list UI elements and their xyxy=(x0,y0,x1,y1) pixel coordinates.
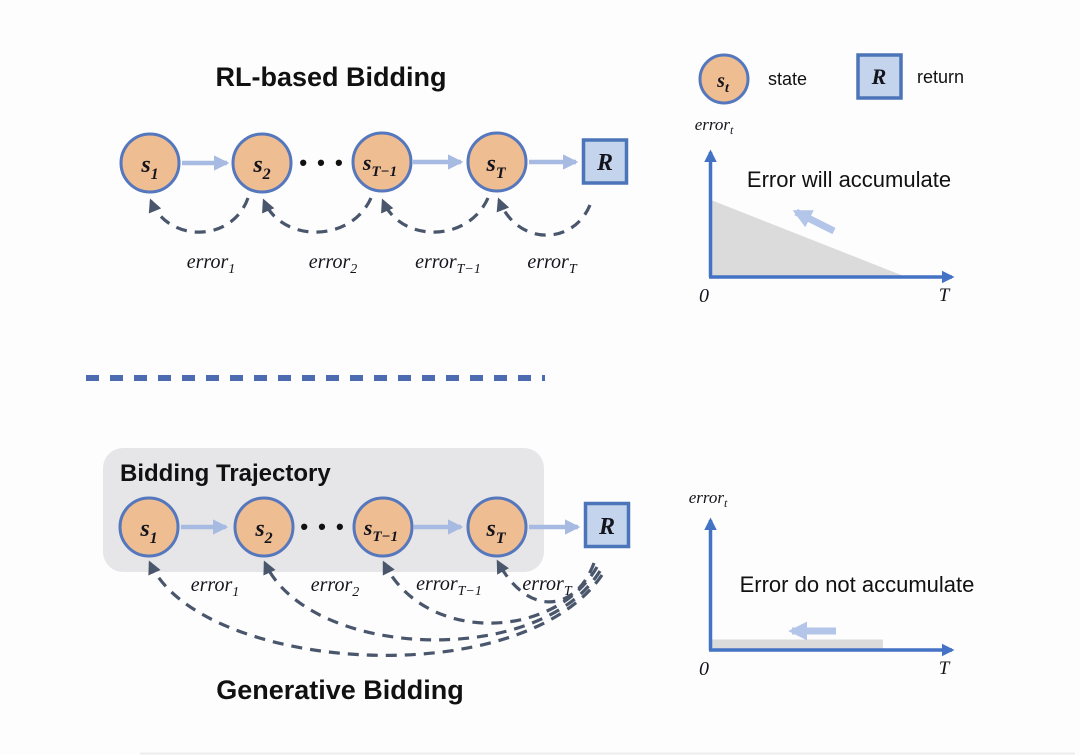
state-node-label: sT xyxy=(485,516,506,547)
error-label-2: error2 xyxy=(309,251,357,277)
chain-ellipsis: • • • xyxy=(299,150,344,175)
state-node-label: sT−1 xyxy=(363,515,398,545)
error-label-1: error1 xyxy=(191,574,239,600)
legend-return-symbol: R xyxy=(871,64,887,89)
bottom-chart-origin-label: 0 xyxy=(699,658,709,680)
return-node-label: R xyxy=(596,150,613,176)
legend-return-text: return xyxy=(917,67,964,87)
top-chart-xmax-label: T xyxy=(939,285,951,306)
generative-bidding-title: Generative Bidding xyxy=(216,675,464,705)
state-node-label: s2 xyxy=(252,152,270,183)
error-curve-to-s1 xyxy=(148,560,604,657)
legend-state-text: state xyxy=(768,69,807,89)
error-arc-to-sT-1 xyxy=(381,197,490,234)
error-label-T: errorT xyxy=(522,573,572,599)
state-node-label: s1 xyxy=(139,516,157,547)
legend-state-icon xyxy=(698,53,750,105)
top-chart-ylabel: errort xyxy=(695,115,734,137)
rl-bidding-title: RL-based Bidding xyxy=(216,62,447,92)
error-curve-to-sT xyxy=(496,559,596,604)
state-node-label: sT xyxy=(485,151,506,182)
bidding-trajectory-label: Bidding Trajectory xyxy=(120,460,331,487)
state-node-sT-1 xyxy=(351,131,413,193)
state-node-label: s1 xyxy=(140,152,158,183)
error-arc-to-s1 xyxy=(148,197,250,234)
legend-return-icon xyxy=(856,53,903,100)
chain-ellipsis: • • • xyxy=(300,514,345,539)
state-node-label: sT−1 xyxy=(362,150,397,180)
return-node xyxy=(583,501,631,549)
state-node-s1 xyxy=(119,132,181,194)
bottom-chart-error-area xyxy=(711,639,883,651)
state-node-s1 xyxy=(118,496,180,558)
error-label-1: error1 xyxy=(187,251,235,277)
state-node-label: s2 xyxy=(254,516,272,547)
legend-state-symbol: st xyxy=(716,70,730,96)
bottom-chart-annotation: Error do not accumulate xyxy=(740,572,975,597)
error-label-2: error2 xyxy=(311,574,359,600)
bottom-chart-xmax-label: T xyxy=(939,658,951,679)
top-chart-annotation: Error will accumulate xyxy=(747,167,951,192)
return-node-label: R xyxy=(598,514,615,540)
state-node-s2 xyxy=(233,496,295,558)
state-node-sT xyxy=(466,496,528,558)
top-chart-error-area xyxy=(711,200,905,277)
error-label-T: errorT xyxy=(527,251,577,277)
error-arc-to-s2 xyxy=(262,197,373,234)
return-node xyxy=(581,138,629,185)
top-chart-origin-label: 0 xyxy=(699,285,709,307)
state-node-s2 xyxy=(231,132,293,194)
error-label-T-1: errorT−1 xyxy=(415,251,481,277)
error-label-T-1: errorT−1 xyxy=(416,573,482,599)
state-node-sT xyxy=(466,131,528,193)
top-chart-trend-arrow xyxy=(792,208,836,235)
bottom-chart-ylabel: errort xyxy=(689,488,728,510)
error-curve-to-s2 xyxy=(263,560,602,642)
state-node-sT-1 xyxy=(352,496,414,558)
bottom-edge-artifact xyxy=(140,752,1075,755)
bidding-trajectory-box xyxy=(103,448,544,572)
error-arc-to-sT xyxy=(496,197,592,237)
